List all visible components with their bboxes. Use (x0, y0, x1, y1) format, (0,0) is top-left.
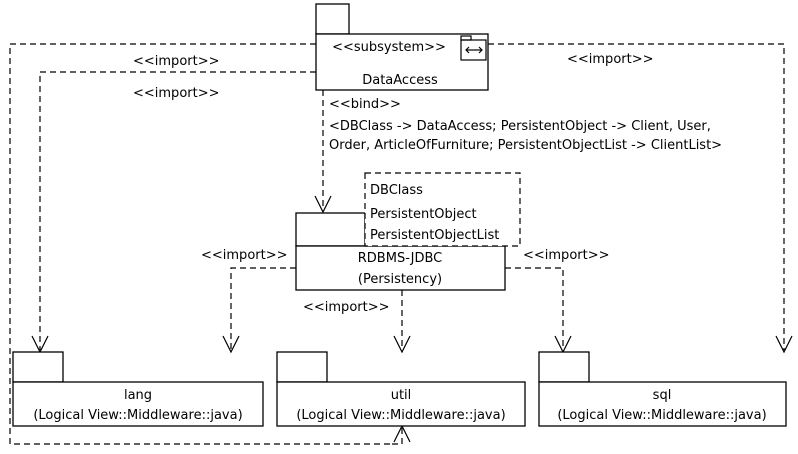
package-lang[interactable]: lang (Logical View::Middleware::java) (12, 351, 264, 427)
arrowhead-right (775, 335, 793, 354)
package-name: util (391, 388, 412, 403)
package-name: DataAccess (362, 73, 438, 88)
bind-mapping-line: <DBClass -> DataAccess; PersistentObject… (329, 119, 711, 134)
arrowhead-rdbms-lang (222, 335, 240, 354)
package-util[interactable]: util (Logical View::Middleware::java) (276, 351, 526, 427)
package-name: sql (653, 388, 672, 403)
dep-dataaccess-lang-outer (9, 43, 392, 445)
package-tab (12, 351, 64, 383)
template-parameters-box: DBClass PersistentObject PersistentObjec… (364, 172, 521, 247)
bind-mapping-line: Order, ArticleOfFurniture; PersistentObj… (329, 138, 722, 153)
package-tab (295, 212, 366, 247)
package-tab (276, 351, 328, 383)
package-dataaccess[interactable]: <<subsystem>> DataAccess (315, 3, 489, 91)
package-tab (315, 3, 350, 35)
package-namespace: (Logical View::Middleware::java) (33, 408, 242, 423)
dep-dataaccess-util (392, 428, 403, 445)
import-label: <<import>> (133, 54, 220, 69)
package-name: lang (124, 388, 152, 403)
package-namespace: (Persistency) (358, 272, 442, 287)
bind-stereotype: <<bind>> (329, 97, 401, 112)
import-label: <<import>> (523, 248, 610, 263)
dep-dataaccess-sql (488, 43, 785, 350)
package-body (315, 33, 489, 91)
import-label: <<import>> (303, 300, 390, 315)
template-param: PersistentObject (370, 207, 477, 222)
import-label: <<import>> (201, 248, 288, 263)
subsystem-icon (460, 35, 487, 61)
template-param: PersistentObjectList (370, 228, 499, 243)
arrowhead-rdbms-util (393, 335, 411, 354)
import-label: <<import>> (567, 52, 654, 67)
package-namespace: (Logical View::Middleware::java) (557, 408, 766, 423)
package-body (12, 381, 264, 427)
package-body (276, 381, 526, 427)
package-body (538, 381, 787, 427)
package-tab (538, 351, 590, 383)
template-param: DBClass (370, 183, 423, 198)
dep-dataaccess-lang (39, 71, 316, 350)
package-rdbms-jdbc[interactable]: RDBMS-JDBC (Persistency) (295, 212, 506, 291)
import-label: <<import>> (133, 86, 220, 101)
subsystem-stereotype: <<subsystem>> (332, 40, 446, 55)
dep-rdbms-sql (505, 267, 564, 350)
package-sql[interactable]: sql (Logical View::Middleware::java) (538, 351, 787, 427)
dep-rdbms-lang (230, 267, 296, 350)
package-name: RDBMS-JDBC (358, 251, 442, 266)
package-namespace: (Logical View::Middleware::java) (296, 408, 505, 423)
arrowhead-bind (314, 195, 332, 214)
